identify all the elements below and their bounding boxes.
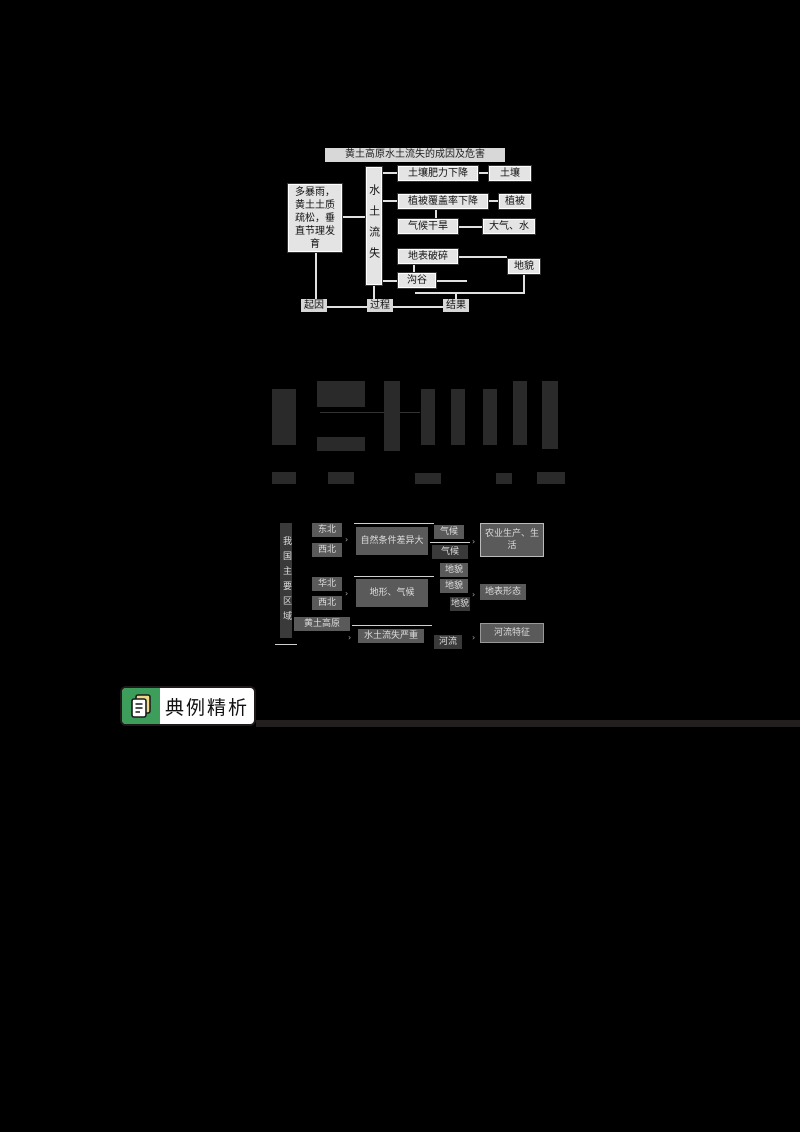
arrow-icon: ›	[345, 589, 349, 598]
region-cell: 西北	[312, 543, 342, 557]
cause-box: 多暴雨，黄土土质疏松，垂直节理发育	[287, 183, 343, 253]
effect-box-surface: 地表破碎	[397, 248, 459, 265]
region-cell: 黄土高原	[294, 617, 350, 631]
table-cell	[272, 389, 296, 445]
feature-cell: 自然条件差异大	[356, 527, 428, 555]
factor-cell: 气候	[434, 525, 464, 539]
flow-label-result: 结果	[443, 299, 469, 312]
factor-cell: 地貌	[440, 579, 468, 593]
bottom-label	[328, 472, 354, 484]
connector	[383, 200, 397, 202]
feature-cell: 水土流失严重	[358, 629, 424, 643]
flow-label-cause: 起因	[301, 299, 327, 312]
figure-title: 黄土高原水土流失的成因及危害	[325, 148, 505, 162]
divider	[354, 576, 434, 577]
connector	[373, 286, 375, 300]
result-cell: 农业生产、生活	[480, 523, 544, 557]
table-cell	[483, 389, 497, 445]
middle-label: 地貌	[440, 563, 468, 577]
connector	[383, 280, 397, 282]
effect-box-soil-fertility: 土壤肥力下降	[397, 165, 479, 182]
effect-box-vegetation: 植被覆盖率下降	[397, 193, 489, 210]
bottom-label	[272, 472, 296, 484]
side-label: 我国主要区域	[280, 523, 292, 638]
divider	[352, 625, 432, 626]
arrow-icon: ›	[348, 633, 352, 642]
arrow-icon: ›	[472, 537, 476, 546]
region-cell: 西北	[312, 596, 342, 610]
table-cell	[513, 381, 527, 445]
arrow-line	[343, 216, 365, 218]
divider	[430, 542, 470, 543]
target-box-landform: 地貌	[507, 258, 541, 275]
region-comparison-figure: 我国主要区域 东北 西北 › 自然条件差异大 气候 气候 › 农业生产、生活 地…	[272, 515, 547, 650]
middle-label: 气候	[432, 545, 468, 559]
section-header-typical-examples: 典例精析	[120, 686, 256, 726]
connector	[455, 293, 457, 301]
bottom-label	[496, 473, 512, 484]
center-box: 水土流失	[365, 166, 383, 286]
target-box-atmosphere: 大气、水	[482, 218, 536, 235]
arrow-icon: ›	[472, 590, 476, 599]
factor-cell: 河流	[434, 635, 462, 649]
effect-box-drought: 气候干旱	[397, 218, 459, 235]
divider	[320, 412, 420, 413]
middle-label: 地貌	[450, 597, 470, 611]
table-cell	[451, 389, 465, 445]
section-divider-rule	[256, 720, 800, 727]
result-cell: 河流特征	[480, 623, 544, 643]
arrow-icon: ›	[472, 633, 476, 642]
connector	[435, 210, 437, 218]
arrow-icon: ›	[345, 535, 349, 544]
bottom-label	[415, 473, 441, 484]
document-icon	[122, 688, 160, 724]
bottom-label	[537, 472, 565, 484]
region-cell: 东北	[312, 523, 342, 537]
table-cell	[317, 437, 365, 451]
table-cell	[421, 389, 435, 445]
dark-table-figure	[270, 375, 570, 490]
table-cell	[317, 381, 365, 407]
flow-diagram-figure: 黄土高原水土流失的成因及危害 多暴雨，黄土土质疏松，垂直节理发育 水土流失 土壤…	[285, 148, 570, 318]
target-box-vegetation: 植被	[498, 193, 532, 210]
connector	[437, 280, 467, 282]
effect-box-gully: 沟谷	[397, 272, 437, 289]
region-cell: 华北	[312, 577, 342, 591]
connector	[415, 292, 525, 294]
connector	[315, 253, 317, 303]
divider	[354, 523, 434, 524]
connector	[479, 172, 488, 174]
result-cell: 地表形态	[480, 584, 526, 600]
connector	[489, 200, 498, 202]
table-cell	[384, 381, 400, 451]
connector	[413, 265, 415, 272]
flow-label-process: 过程	[367, 299, 393, 312]
feature-cell: 地形、气候	[356, 579, 428, 607]
connector	[383, 172, 397, 174]
target-box-soil: 土壤	[488, 165, 532, 182]
divider	[275, 644, 297, 645]
table-cell	[542, 381, 558, 449]
connector	[459, 256, 507, 258]
connector	[523, 275, 525, 293]
connector	[459, 226, 482, 228]
section-title: 典例精析	[160, 688, 254, 724]
